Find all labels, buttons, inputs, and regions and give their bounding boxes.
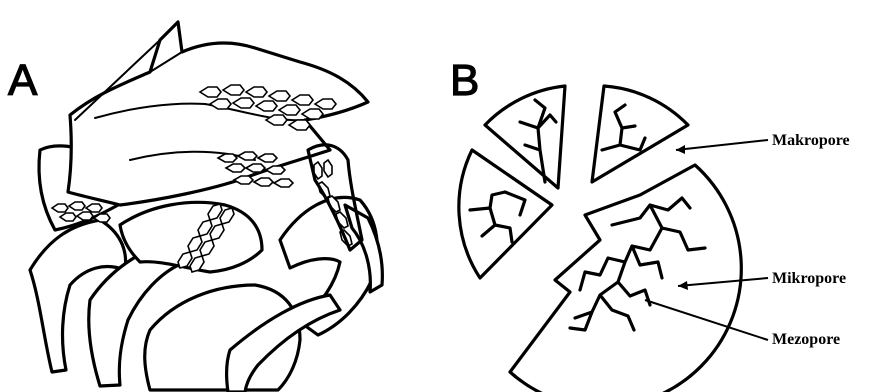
panel-a-letter: A xyxy=(8,56,38,105)
panel-b-letter: B xyxy=(450,56,479,105)
carbon-sheets-illustration xyxy=(30,22,382,392)
particle-sector-top-right xyxy=(592,86,688,182)
panel-b: B Makropore Mikropore xyxy=(450,56,850,392)
middle-fold-sheet xyxy=(120,202,262,272)
porous-particle-diagram xyxy=(459,86,741,392)
mikropore-label: Mikropore xyxy=(772,270,846,287)
panel-a: A xyxy=(8,22,382,392)
makropore-label: Makropore xyxy=(772,132,850,149)
mezopore-label: Mezopore xyxy=(772,331,840,348)
callout-makropore: Makropore xyxy=(676,132,850,154)
